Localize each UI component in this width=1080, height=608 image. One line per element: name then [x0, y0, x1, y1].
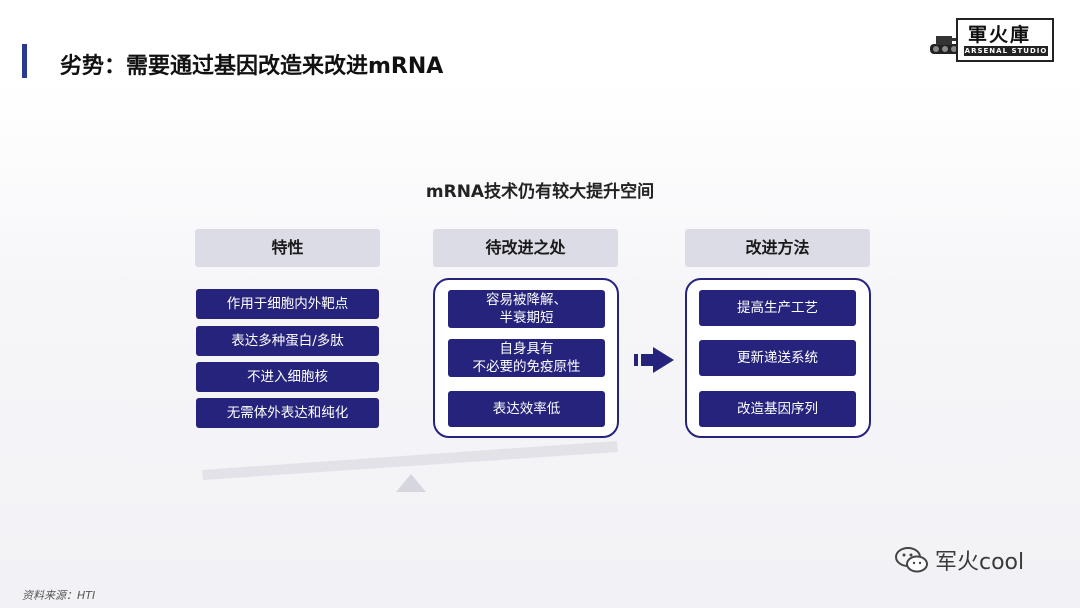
right-arrow-icon	[634, 347, 674, 373]
wechat-watermark: 军火cool	[895, 544, 1024, 576]
item-line: 半衰期短	[499, 310, 554, 326]
method-item: 改造基因序列	[699, 391, 856, 427]
diagram-title: mRNA技术仍有较大提升空间	[425, 182, 655, 202]
item-line: 表达效率低	[492, 401, 561, 417]
characteristic-item: 表达多种蛋白/多肽	[196, 326, 379, 356]
item-line: 自身具有	[499, 341, 554, 357]
column-header-improvements-needed: 待改进之处	[433, 229, 618, 267]
column-header-methods: 改进方法	[685, 229, 870, 267]
wechat-icon	[895, 547, 928, 573]
improvement-needed-item: 容易被降解、半衰期短	[448, 290, 605, 328]
improvement-needed-item: 自身具有不必要的免疫原性	[448, 339, 605, 377]
title-accent-bar	[22, 44, 27, 78]
column-header-characteristics: 特性	[195, 229, 380, 267]
improvement-needed-item: 表达效率低	[448, 391, 605, 427]
item-line: 不必要的免疫原性	[472, 359, 581, 375]
item-line: 容易被降解、	[486, 292, 567, 308]
slide-title: 劣势：需要通过基因改造来改进mRNA	[60, 54, 444, 79]
logo-main-text: 軍火庫	[968, 24, 1032, 46]
arsenal-logo: 軍火庫 ARSENAL STUDIO	[928, 18, 1054, 62]
characteristic-item: 不进入细胞核	[196, 362, 379, 392]
logo-sub-text: ARSENAL STUDIO	[964, 46, 1048, 56]
characteristic-item: 无需体外表达和纯化	[196, 398, 379, 428]
source-note: 资料来源：HTI	[22, 589, 96, 602]
watermark-text: 军火cool	[935, 550, 1025, 575]
balance-beam	[202, 441, 618, 480]
method-item: 提高生产工艺	[699, 290, 856, 326]
characteristic-item: 作用于细胞内外靶点	[196, 289, 379, 319]
balance-fulcrum	[396, 474, 426, 492]
method-item: 更新递送系统	[699, 340, 856, 376]
tank-icon	[930, 36, 962, 54]
